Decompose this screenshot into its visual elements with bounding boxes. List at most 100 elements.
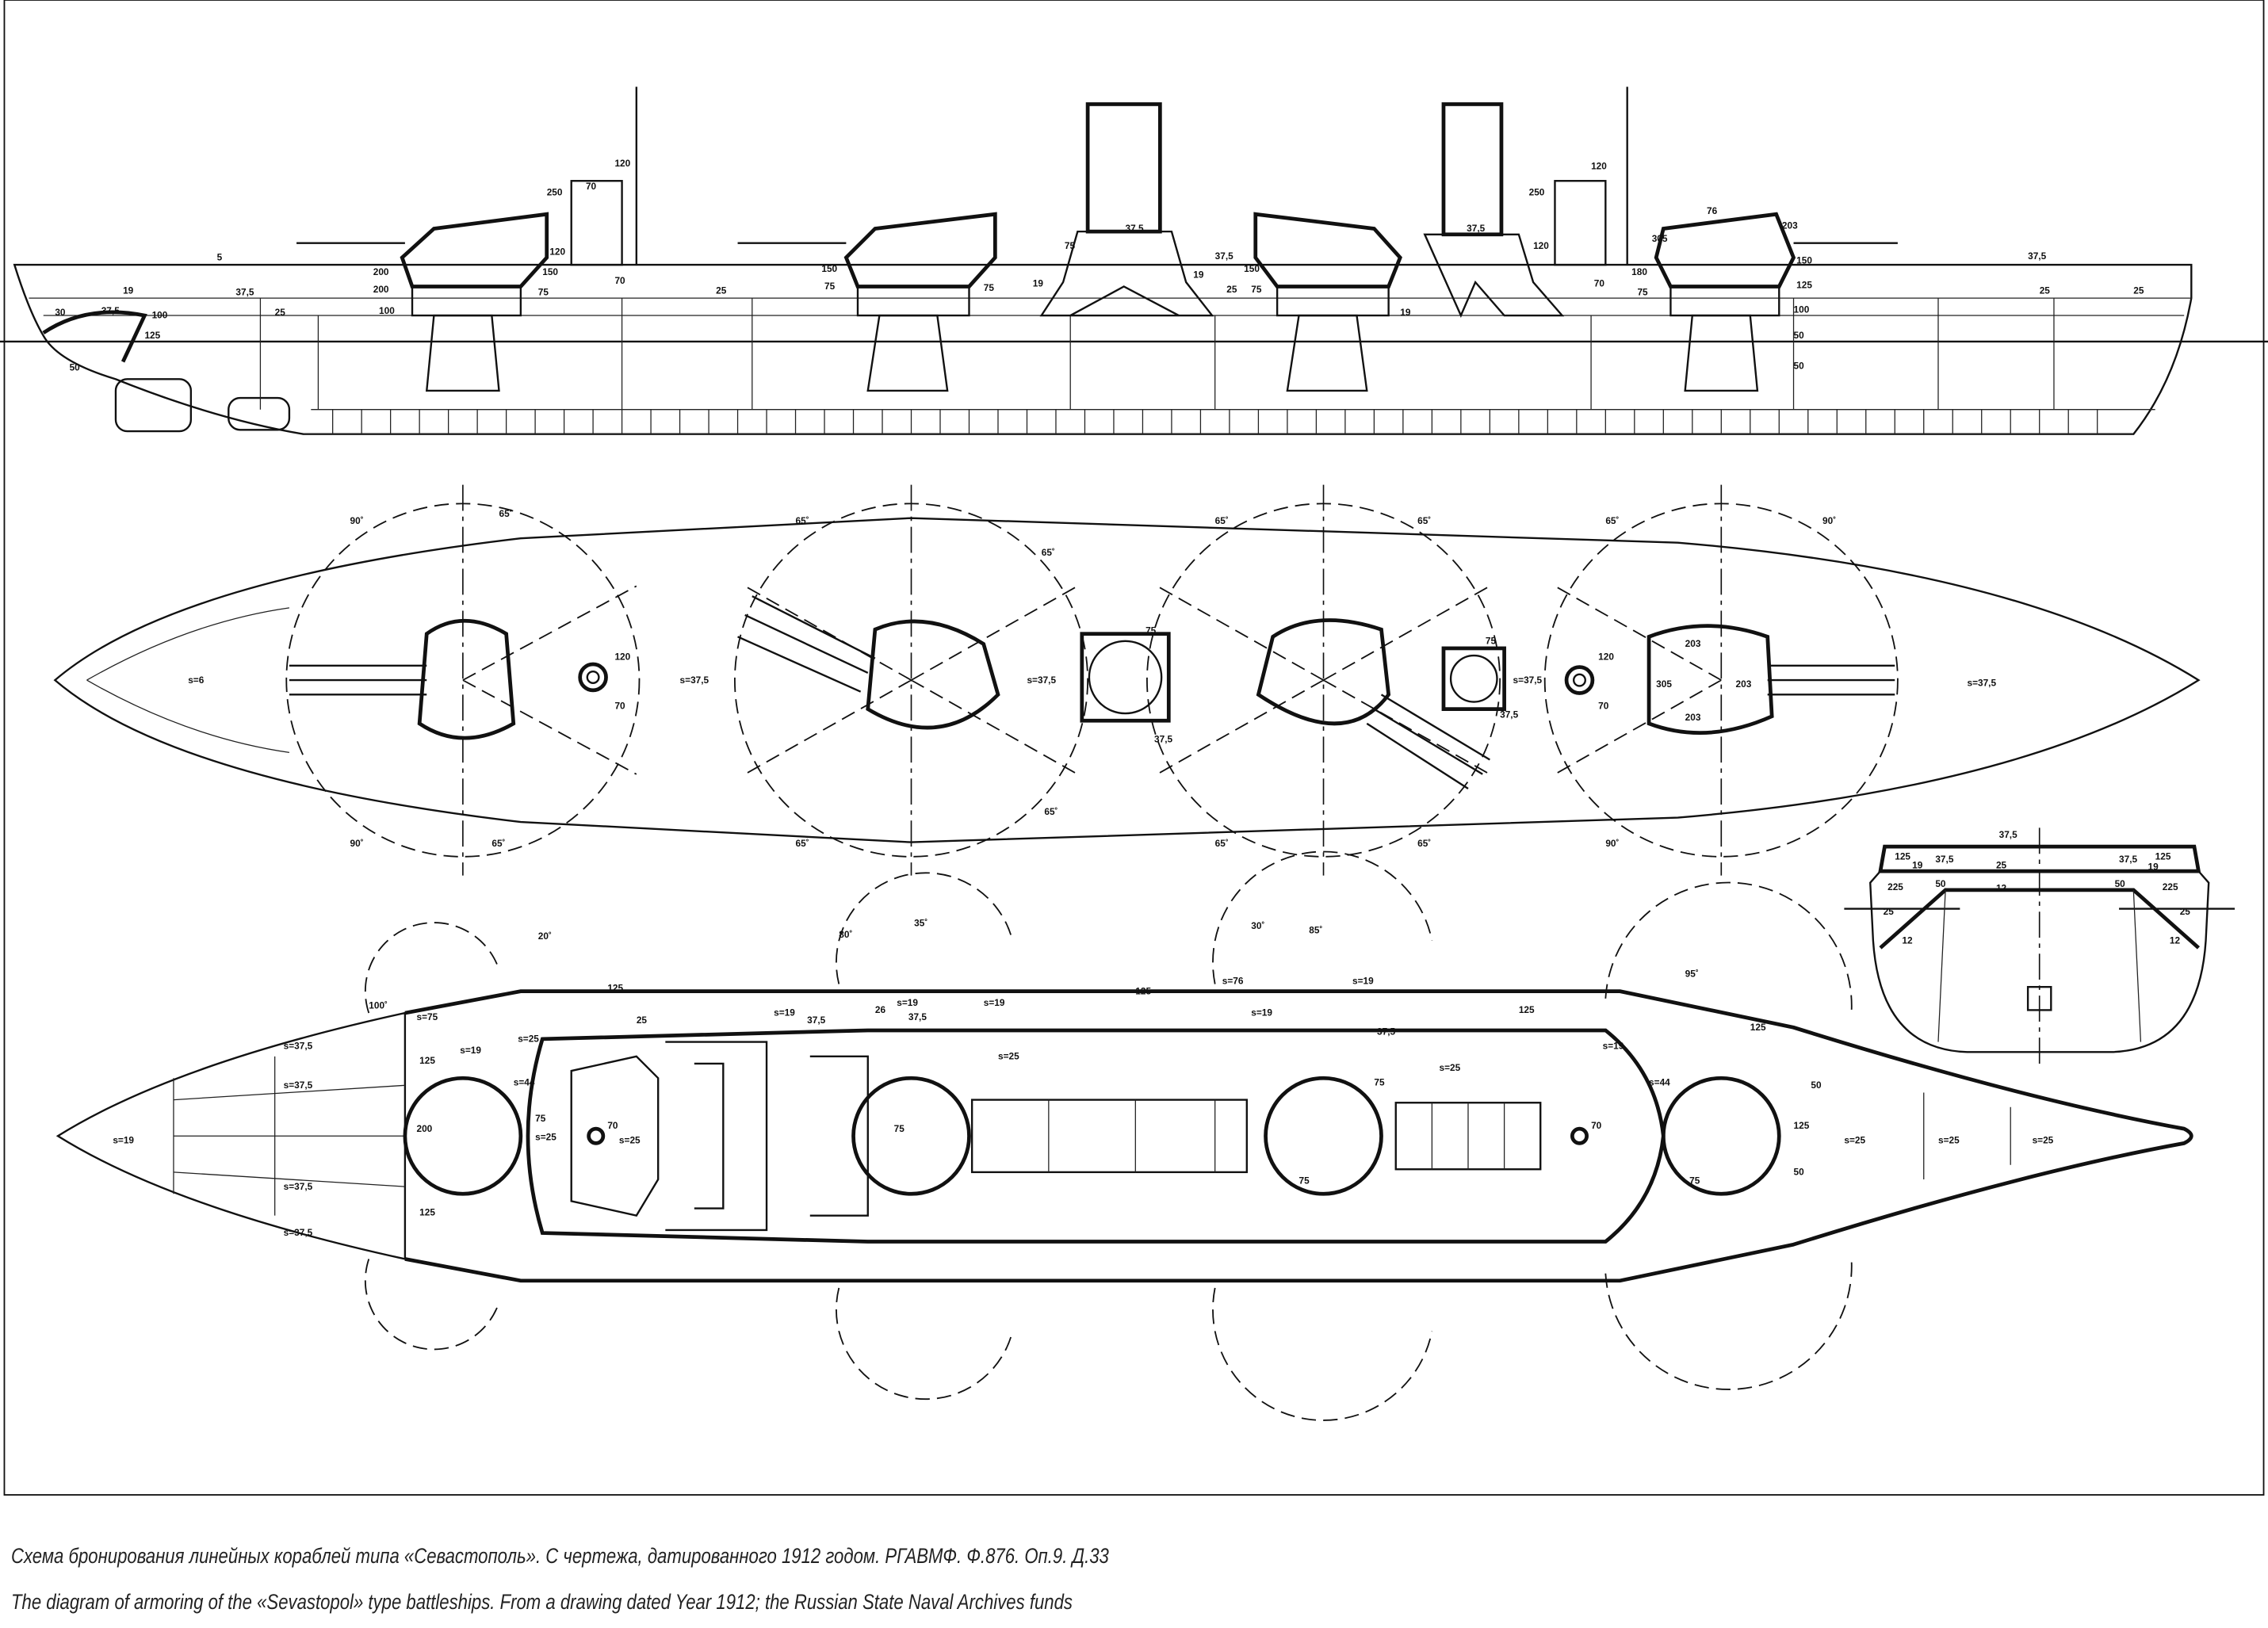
armor-label: 70 [607,1120,618,1131]
angle-label: 90˚ [1605,838,1619,849]
armor-label: s=19 [1251,1007,1272,1018]
drawing-frame [3,0,2265,1496]
armor-label: 19 [1400,307,1411,318]
armor-label: 250 [547,186,563,197]
armor-label: 37,5 [1500,709,1518,720]
armor-label: 37,5 [101,305,120,316]
armor-label: 50 [1794,1167,1805,1178]
armor-label: 25 [637,1015,648,1026]
armor-label: 125 [607,983,623,994]
angle-label: 80˚ [839,929,852,940]
armor-label: 25 [1996,859,2007,870]
armor-label: 50 [1794,361,1805,372]
angle-label: 90˚ [1822,515,1836,526]
armor-label: s=19 [984,997,1005,1008]
turret-1-side [296,212,549,392]
angle-label: 65˚ [1042,547,1055,558]
armor-label: 37,5 [1154,734,1172,745]
armor-label: 19 [1912,859,1923,870]
armor-label: 19 [123,285,134,296]
angle-label: 65˚ [491,838,505,849]
armor-label: 305 [1656,678,1672,690]
armor-label: 75 [1486,635,1497,646]
armor-label: s=19 [113,1134,134,1145]
turret-4-side [1654,212,1898,392]
armor-label: 5 [217,252,223,263]
armor-label: 50 [1794,330,1805,341]
armor-label: 100 [379,305,395,316]
armor-label: 125 [1796,279,1812,290]
armor-label: 200 [373,266,389,277]
turret-firing-arcs [285,503,1899,858]
cross-section-labels: 37,5 125 37,5 19 25 37,5 125 19 225 50 1… [1884,829,2191,946]
armor-label: s=25 [1844,1134,1865,1145]
midship-cross-section: 37,5 125 37,5 19 25 37,5 125 19 225 50 1… [1844,827,2235,1064]
armor-label: 125 [419,1055,435,1066]
armor-label: s=76 [1222,976,1244,987]
angle-label: 65˚ [1417,838,1431,849]
armor-label: s=19 [1352,976,1374,987]
armor-label: s=25 [998,1050,1019,1061]
funnels-plan [578,632,1595,723]
angle-label: 65˚ [499,508,512,519]
angle-label: 100˚ [369,1000,388,1011]
angle-label: 65˚ [1605,515,1619,526]
armor-label: s=44 [1649,1076,1670,1087]
armor-label: s=6 [188,675,205,686]
masts-and-towers [570,86,1628,266]
armor-label: 75 [1145,625,1157,636]
armor-label: 75 [1637,286,1648,297]
angle-label: 95˚ [1685,968,1699,979]
armor-label: 50 [2115,878,2126,889]
armor-label: s=37,5 [680,675,709,686]
angle-label: 65˚ [796,515,809,526]
armor-label: s=25 [518,1034,539,1045]
armor-label: 120 [1591,161,1607,172]
armor-label: 37,5 [1377,1026,1395,1037]
side-elevation-view: 5 19 30 37,5 100 125 50 37,5 25 200 200 … [0,86,2268,435]
armor-label: 203 [1685,638,1701,649]
armor-label: 125 [1895,851,1910,862]
armor-label: 75 [535,1113,546,1124]
armor-label: s=37,5 [1027,675,1056,686]
armor-label: 37,5 [235,286,254,297]
armor-label: 12 [2170,934,2181,946]
armor-label: 125 [1519,1004,1535,1015]
armor-label: 305 [1652,233,1668,244]
armor-label: 19 [1033,278,1044,289]
armor-label: 75 [1299,1175,1310,1186]
armor-label: 25 [2180,906,2191,917]
armor-label: 19 [1193,269,1204,281]
armor-label: 75 [1689,1175,1700,1186]
armor-label: 75 [824,281,836,292]
armor-label: 26 [875,1004,886,1015]
turret-2-side [737,212,997,392]
armor-label: 120 [614,652,630,663]
armor-label: 100 [1794,304,1810,315]
side-view-armor-labels: 5 19 30 37,5 100 125 50 37,5 25 200 200 … [55,158,2144,373]
armor-label: 37,5 [807,1015,825,1026]
armor-label: 12 [1902,934,1913,946]
angle-label: 20˚ [538,931,552,942]
armor-label: 180 [1631,266,1647,277]
armor-label: s=44 [514,1076,535,1087]
armor-label: 125 [2155,851,2171,862]
plan-view-labels: s=6 90˚ 65˚ 120 70 s=37,5 65˚ 65˚ s=37,5… [188,508,1996,849]
armor-label: 70 [614,701,625,712]
armor-label: 125 [419,1207,435,1218]
turrets-plan [289,595,1895,790]
armor-label: 225 [2163,881,2178,892]
armor-label: 125 [1794,1120,1810,1131]
armor-label: 70 [614,275,625,286]
armor-label: s=19 [460,1045,481,1056]
angle-label: 85˚ [1309,925,1322,936]
armor-label: 50 [1935,878,1946,889]
armor-label: 125 [144,330,160,341]
armor-label: 76 [1707,205,1718,216]
armor-label: 120 [549,246,565,257]
armor-label: s=37,5 [1967,677,1996,688]
angle-label: 35˚ [914,917,927,928]
turret-3-side [1253,212,1402,392]
armor-label: 37,5 [1999,829,2017,840]
caption-english: The diagram of armoring of the «Sevastop… [11,1590,1073,1614]
